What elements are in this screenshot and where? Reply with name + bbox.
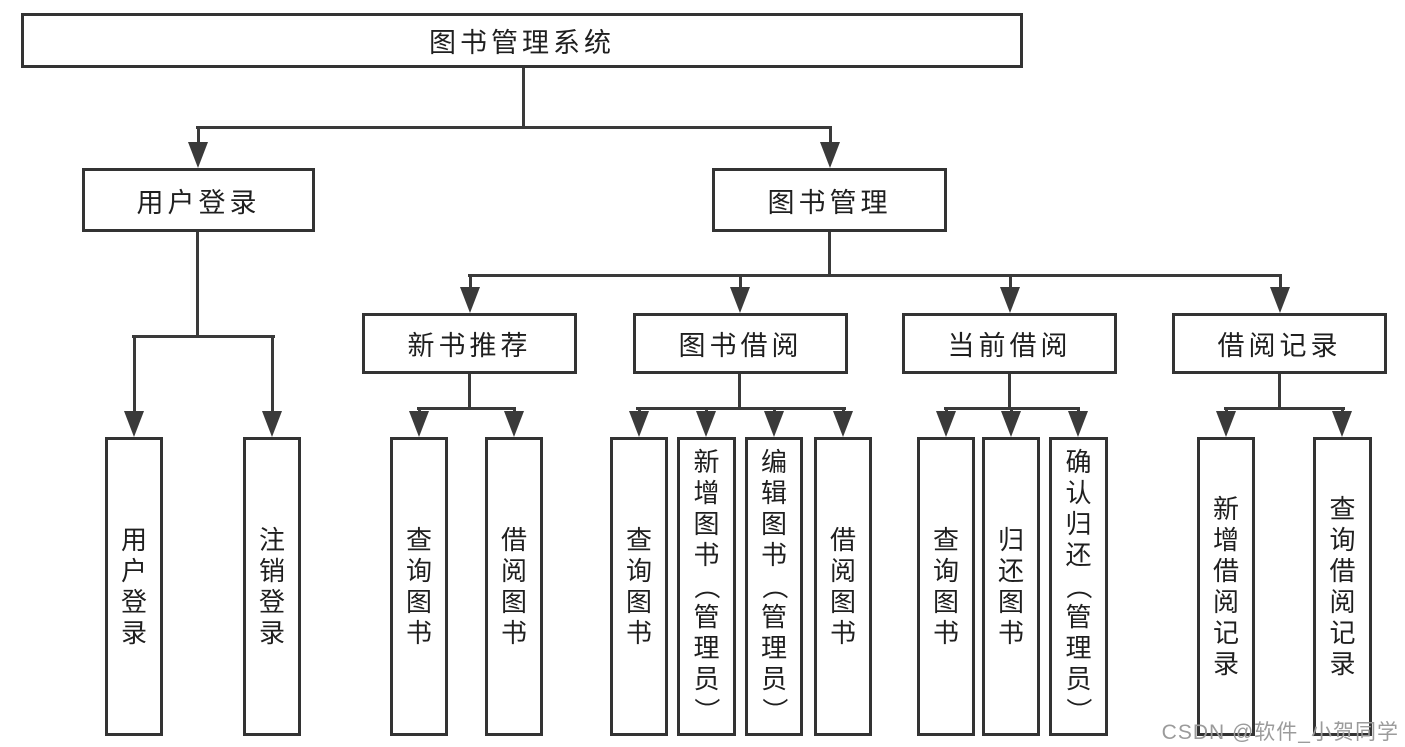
connector-vline [522, 68, 525, 127]
connector-vline [196, 232, 199, 336]
leaf-return-books-label: 归还图书 [997, 524, 1024, 648]
connector-hline [636, 407, 846, 410]
leaf-user-login: 用户登录 [105, 437, 163, 736]
leaf-query-books-borrowing-label: 查询图书 [625, 524, 652, 648]
node-current-borrowing: 当前借阅 [902, 313, 1117, 374]
arrowhead-down-icon [820, 142, 840, 168]
leaf-borrow-books-recommend: 借阅图书 [485, 437, 543, 736]
leaf-borrow-books-recommend-label: 借阅图书 [500, 524, 527, 648]
arrowhead-down-icon [1000, 287, 1020, 313]
arrowhead-down-icon [262, 411, 282, 437]
arrowhead-down-icon [764, 411, 784, 437]
node-root-library-management-system: 图书管理系统 [21, 13, 1023, 68]
leaf-confirm-return-admin-label: 确认归还（管理员） [1063, 447, 1094, 724]
arrowhead-down-icon [730, 287, 750, 313]
leaf-add-book-admin-label: 新增图书（管理员） [691, 447, 722, 724]
node-current-borrowing-label: 当前借阅 [947, 331, 1072, 361]
arrowhead-down-icon [1332, 411, 1352, 437]
connector-hline [132, 335, 275, 338]
leaf-add-borrow-record-label: 新增借阅记录 [1212, 493, 1239, 679]
node-new-book-recommend: 新书推荐 [362, 313, 577, 374]
leaf-logout: 注销登录 [243, 437, 301, 736]
leaf-query-books-borrowing: 查询图书 [610, 437, 668, 736]
leaf-query-borrow-record-label: 查询借阅记录 [1329, 493, 1356, 679]
leaf-add-borrow-record: 新增借阅记录 [1197, 437, 1255, 736]
leaf-add-book-admin: 新增图书（管理员） [677, 437, 736, 736]
watermark: CSDN @软件_小贺同学 [1161, 721, 1399, 744]
arrowhead-down-icon [188, 142, 208, 168]
arrowhead-down-icon [124, 411, 144, 437]
leaf-query-borrow-record: 查询借阅记录 [1313, 437, 1372, 736]
node-root-label: 图书管理系统 [429, 28, 615, 58]
arrowhead-down-icon [696, 411, 716, 437]
node-new-book-recommend-label: 新书推荐 [407, 331, 532, 361]
leaf-confirm-return-admin: 确认归还（管理员） [1049, 437, 1108, 736]
connector-vline [828, 232, 831, 275]
arrow-shaft [271, 336, 274, 429]
node-book-borrowing-label: 图书借阅 [678, 331, 803, 361]
arrowhead-down-icon [833, 411, 853, 437]
arrowhead-down-icon [1068, 411, 1088, 437]
connector-vline [468, 374, 471, 408]
node-user-login-branch: 用户登录 [82, 168, 315, 232]
connector-vline [1278, 374, 1281, 408]
node-borrowing-records: 借阅记录 [1172, 313, 1387, 374]
leaf-query-books-recommend: 查询图书 [390, 437, 448, 736]
connector-hline [417, 407, 516, 410]
leaf-borrow-books-borrowing: 借阅图书 [814, 437, 872, 736]
node-book-management-label: 图书管理 [767, 187, 892, 218]
arrowhead-down-icon [629, 411, 649, 437]
leaf-edit-book-admin-label: 编辑图书（管理员） [759, 447, 790, 724]
arrowhead-down-icon [1270, 287, 1290, 313]
arrowhead-down-icon [1216, 411, 1236, 437]
arrowhead-down-icon [936, 411, 956, 437]
arrow-shaft [133, 336, 136, 429]
arrowhead-down-icon [504, 411, 524, 437]
leaf-borrow-books-borrowing-label: 借阅图书 [829, 524, 856, 648]
connector-hline [196, 126, 832, 129]
leaf-edit-book-admin: 编辑图书（管理员） [745, 437, 803, 736]
node-user-login-label: 用户登录 [136, 187, 261, 218]
arrowhead-down-icon [1001, 411, 1021, 437]
connector-vline [1008, 374, 1011, 408]
leaf-query-books-current-label: 查询图书 [932, 524, 959, 648]
leaf-logout-label: 注销登录 [258, 524, 285, 648]
leaf-return-books: 归还图书 [982, 437, 1040, 736]
node-book-borrowing: 图书借阅 [633, 313, 848, 374]
connector-hline [1224, 407, 1345, 410]
leaf-query-books-recommend-label: 查询图书 [405, 524, 432, 648]
connector-hline [468, 274, 1282, 277]
connector-vline [738, 374, 741, 408]
arrowhead-down-icon [409, 411, 429, 437]
leaf-user-login-label: 用户登录 [120, 524, 147, 648]
arrowhead-down-icon [460, 287, 480, 313]
node-book-management-branch: 图书管理 [712, 168, 947, 232]
node-borrowing-records-label: 借阅记录 [1217, 331, 1342, 361]
leaf-query-books-current: 查询图书 [917, 437, 975, 736]
